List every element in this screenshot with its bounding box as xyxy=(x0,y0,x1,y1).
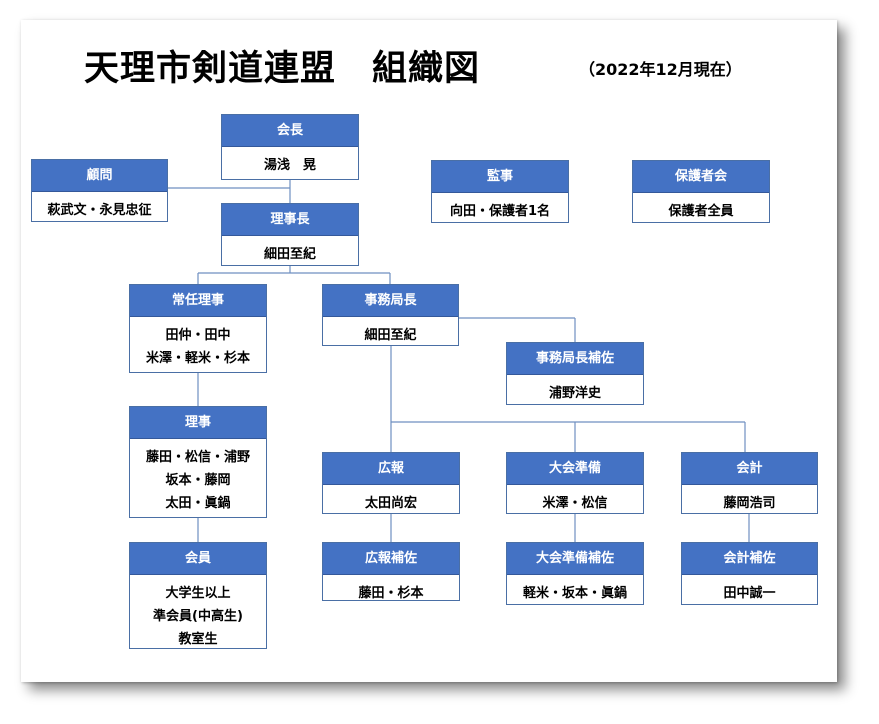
box-header: 会計 xyxy=(682,453,817,485)
box-line: 田仲・田中 xyxy=(165,328,231,343)
box-header: 広報 xyxy=(323,453,459,485)
box-header: 会計補佐 xyxy=(682,543,817,575)
box-director-general: 理事長 細田至紀 xyxy=(221,203,359,266)
box-guardians: 保護者会 保護者全員 xyxy=(632,160,770,223)
box-header: 事務局長 xyxy=(323,285,458,317)
box-secretary-general: 事務局長 細田至紀 xyxy=(322,284,459,346)
box-line: 向田・保護者1名 xyxy=(449,204,551,219)
box-advisor: 顧問 萩武文・永見忠征 xyxy=(31,159,168,222)
box-line: 萩武文・永見忠征 xyxy=(47,203,152,218)
box-standing-directors: 常任理事 田仲・田中 米澤・軽米・杉本 xyxy=(129,284,267,373)
box-line: 米澤・松信 xyxy=(542,496,608,511)
box-line: 細田至紀 xyxy=(263,247,316,262)
box-auditor: 監事 向田・保護者1名 xyxy=(431,160,569,223)
box-header: 大会準備補佐 xyxy=(507,543,643,575)
box-tournament-assistant: 大会準備補佐 軽米・坂本・眞鍋 xyxy=(506,542,644,605)
box-header: 理事 xyxy=(130,407,266,439)
box-line: 軽米・坂本・眞鍋 xyxy=(522,586,627,601)
box-accounting-assistant: 会計補佐 田中誠一 xyxy=(681,542,818,605)
box-header: 保護者会 xyxy=(633,161,769,193)
box-header: 理事長 xyxy=(222,204,358,236)
box-header: 会員 xyxy=(130,543,266,575)
box-tournament: 大会準備 米澤・松信 xyxy=(506,452,644,514)
box-line: 坂本・藤岡 xyxy=(165,473,231,488)
box-line: 藤岡浩司 xyxy=(723,496,776,511)
box-header: 事務局長補佐 xyxy=(507,343,643,375)
box-header: 広報補佐 xyxy=(323,543,459,575)
box-line: 保護者全員 xyxy=(668,204,734,219)
box-header: 監事 xyxy=(432,161,568,193)
box-line: 藤田・松信・浦野 xyxy=(145,450,250,465)
box-header: 常任理事 xyxy=(130,285,266,317)
box-header: 顧問 xyxy=(32,160,167,192)
box-pr-assistant: 広報補佐 藤田・杉本 xyxy=(322,542,460,601)
box-accounting: 会計 藤岡浩司 xyxy=(681,452,818,514)
box-line: 藤田・杉本 xyxy=(358,586,424,601)
box-members: 会員 大学生以上 準会員(中高生) 教室生 xyxy=(129,542,267,649)
box-line: 大学生以上 xyxy=(165,586,231,601)
chart-title: 天理市剣道連盟 組織図 xyxy=(84,49,481,89)
box-header: 大会準備 xyxy=(507,453,643,485)
box-line: 浦野洋史 xyxy=(548,386,601,401)
box-line: 湯浅 晃 xyxy=(263,158,316,173)
as-of-date: （2022年12月現在） xyxy=(579,60,742,79)
box-secretary-assistant: 事務局長補佐 浦野洋史 xyxy=(506,342,644,405)
box-directors: 理事 藤田・松信・浦野 坂本・藤岡 太田・眞鍋 xyxy=(129,406,267,518)
box-line: 太田・眞鍋 xyxy=(165,496,231,511)
box-line: 細田至紀 xyxy=(364,328,417,343)
box-pr: 広報 太田尚宏 xyxy=(322,452,460,514)
box-line: 太田尚宏 xyxy=(364,496,417,511)
box-line: 米澤・軽米・杉本 xyxy=(145,351,250,366)
box-header: 会長 xyxy=(222,115,358,147)
box-line: 準会員(中高生) xyxy=(153,609,243,624)
box-line: 田中誠一 xyxy=(723,586,776,601)
box-chair: 会長 湯浅 晃 xyxy=(221,114,359,180)
box-line: 教室生 xyxy=(178,632,218,647)
